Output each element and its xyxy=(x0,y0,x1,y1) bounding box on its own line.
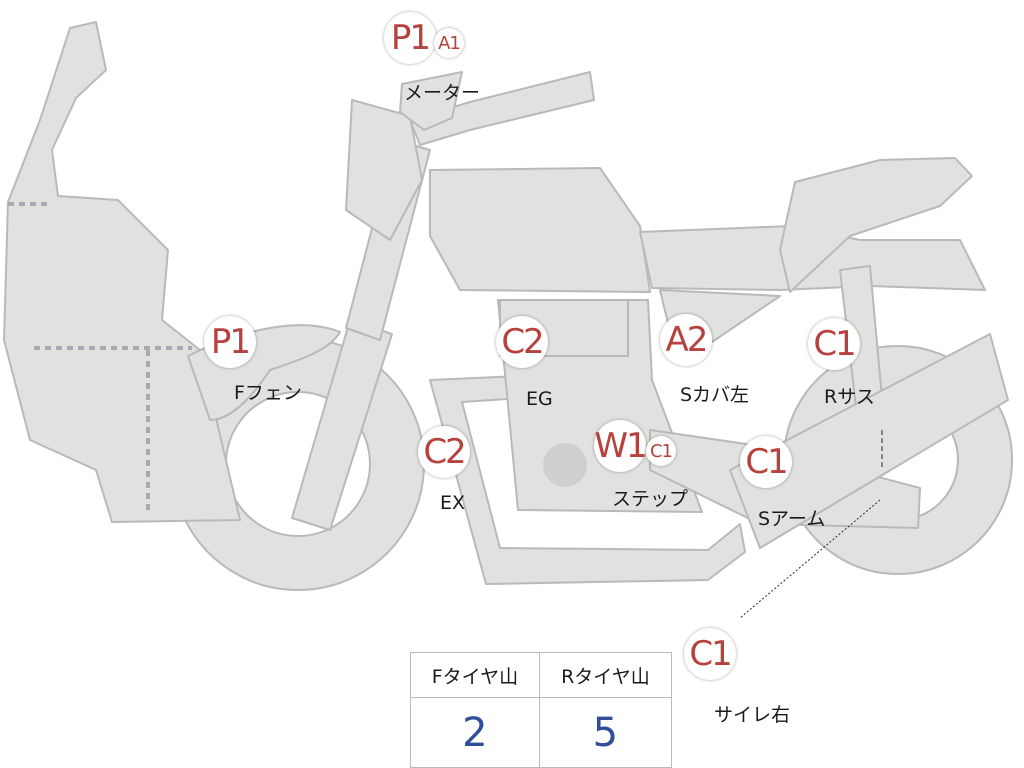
label-r-suspension: Rサス xyxy=(824,386,875,408)
grade-badge-r-suspension: C1 xyxy=(808,318,860,370)
grade-badge-swing-arm: C1 xyxy=(740,436,792,488)
label-f-fender: Fフェン xyxy=(234,382,302,404)
label-step: ステップ xyxy=(612,488,689,510)
fuel-tank xyxy=(429,167,651,293)
seat-cushion xyxy=(779,157,973,293)
header-front-tire: Fタイヤ山 xyxy=(410,652,540,698)
muffler xyxy=(729,333,1009,549)
grade-badge-engine: C2 xyxy=(496,316,548,368)
fairing xyxy=(3,21,241,523)
leader-line-silencer xyxy=(739,499,881,619)
value-front-tire: 2 xyxy=(410,697,540,768)
label-silencer-right: サイレ右 xyxy=(714,704,791,726)
grade-badge-exhaust: C2 xyxy=(418,426,470,478)
grade-badge-step-secondary: C1 xyxy=(646,436,676,466)
label-swing-arm: Sアーム xyxy=(758,508,826,530)
grade-badge-s-cover-left: A2 xyxy=(660,314,712,366)
grade-badge-f-fender: P1 xyxy=(204,316,256,368)
label-meter: メーター xyxy=(404,82,481,104)
tire-table-value-row: 2 5 xyxy=(410,697,673,768)
header-rear-tire: Rタイヤ山 xyxy=(538,652,673,698)
value-rear-tire: 5 xyxy=(538,697,673,768)
handlebar xyxy=(409,71,595,146)
label-exhaust: EX xyxy=(440,492,466,514)
label-s-cover-left: Sカバ左 xyxy=(680,384,750,406)
grade-badge-meter-primary: P1 xyxy=(384,12,436,64)
grade-badge-step-primary: W1 xyxy=(594,420,648,472)
grade-badge-silencer-right: C1 xyxy=(684,628,736,680)
tire-table-header-row: Fタイヤ山 Rタイヤ山 xyxy=(410,652,673,698)
label-engine: EG xyxy=(526,388,553,410)
grade-badge-meter-secondary: A1 xyxy=(434,28,464,58)
tire-tread-table: Fタイヤ山 Rタイヤ山 2 5 xyxy=(410,652,673,768)
engine-cover xyxy=(543,443,587,487)
meter-shape xyxy=(399,71,463,131)
